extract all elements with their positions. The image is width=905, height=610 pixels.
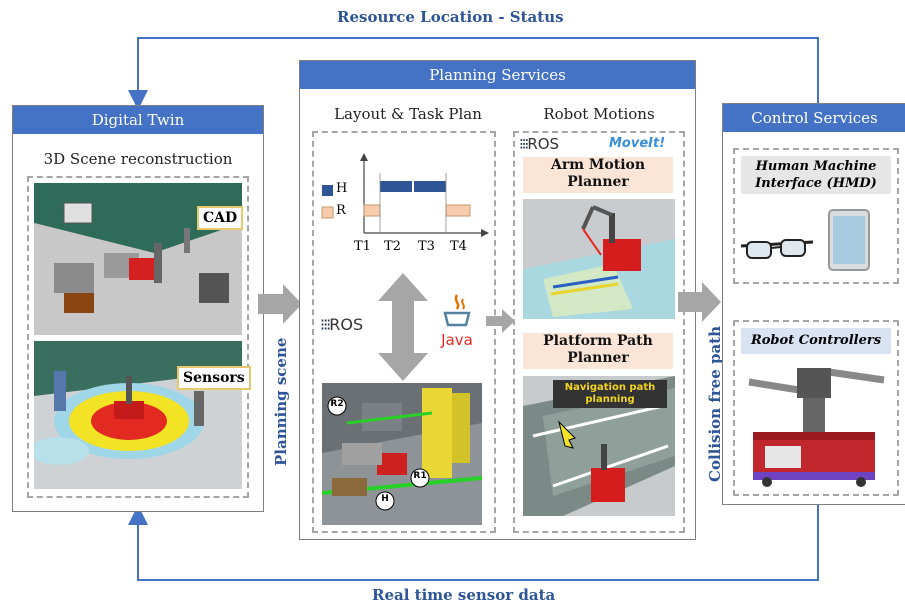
planning-scene-label: Planning scene [272,337,290,466]
ros-logo-text: ROS [527,135,560,153]
control-services-title: Control Services [723,104,905,132]
cad-label: CAD [197,206,244,230]
ros-dots-icon: ⁝⁝⁝ [519,135,529,153]
moveit-logo: MoveIt! [609,136,666,151]
ros-logo-motion: ⁝⁝⁝ROS [519,135,559,153]
tag-r2: R2 [330,399,344,409]
layout-task-plan-title: Layout & Task Plan [334,105,482,123]
gantt-tick-t2: T2 [384,239,401,254]
planning-scene-arrow [258,284,302,324]
robot-motions-title: Robot Motions [543,105,655,123]
gantt-tick-t3: T3 [418,239,435,254]
bottom-feedback-label: Real time sensor data [372,586,556,604]
digital-twin-panel: Digital Twin 3D Scene reconstruction CAD [12,105,264,512]
human-task-bar-1 [380,181,412,192]
platform-path-planner-label: Platform Path Planner [523,333,673,369]
legend-human-swatch [322,185,333,196]
bottom-feedback-arrow [128,505,819,581]
tag-r1-circle [410,468,430,488]
legend-robot-swatch [321,206,334,219]
scene-reconstruction-title: 3D Scene reconstruction [43,150,233,168]
ros-logo-text: ROS [329,315,364,334]
human-task-bar-2 [414,181,446,192]
robot-task-bar-1 [363,204,381,217]
tag-r1: R1 [413,471,427,481]
bidirectional-arrow [378,273,428,381]
arm-motion-planner-label: Arm Motion Planner [523,157,673,193]
layout-to-motion-arrow [486,309,515,333]
java-logo-text: Java [441,331,473,349]
tablet-icon [828,209,870,271]
hmd-glasses-icon [740,239,814,259]
ros-logo-layout: ⁝⁝⁝ROS [320,315,363,334]
gantt-row-h: H [336,181,348,196]
arm-motion-image [523,199,675,319]
gantt-tick-t1: T1 [354,239,371,254]
digital-twin-title: Digital Twin [13,106,263,134]
gantt-tick-t4: T4 [450,239,467,254]
tag-r2-circle [327,396,347,416]
hmi-label: Human Machine Interface (HMD) [741,156,891,194]
robot-controller-image [748,368,885,487]
robot-motions-frame: ⁝⁝⁝ROS MoveIt! Arm Motion Planner Platfo… [513,131,685,533]
digital-twin-content-frame: CAD Sensors [27,176,251,498]
task-gantt-chart [321,153,489,237]
layout-task-frame: H R T1 T2 T3 T4 ⁝⁝⁝ROS Java [312,131,496,533]
platform-path-image: Navigation path planning [523,376,675,516]
tag-h-circle [375,491,395,511]
robot-controllers-label: Robot Controllers [741,328,891,354]
planning-services-panel: Planning Services Layout & Task Plan Rob… [299,60,696,540]
collision-free-arrow [678,282,721,322]
java-cup-icon [443,294,471,327]
tag-h: H [381,494,389,504]
java-logo: Java [432,293,482,349]
hmi-frame: Human Machine Interface (HMD) [733,148,899,284]
navigation-path-label: Navigation path planning [553,380,667,408]
ros-dots-icon: ⁝⁝⁝ [320,315,331,334]
robot-controllers-frame: Robot Controllers [733,320,899,496]
layout-scene-image: R2 R1 H [322,383,482,525]
control-services-panel: Control Services Human Machine Interface… [722,103,905,505]
planning-services-title: Planning Services [300,61,695,89]
robot-task-bar-2 [445,204,471,217]
top-feedback-label: Resource Location - Status [337,8,564,26]
sensors-label: Sensors [177,366,251,390]
sensors-scene-image [34,341,242,489]
top-feedback-arrow [128,37,819,110]
gantt-row-r: R [336,203,346,218]
